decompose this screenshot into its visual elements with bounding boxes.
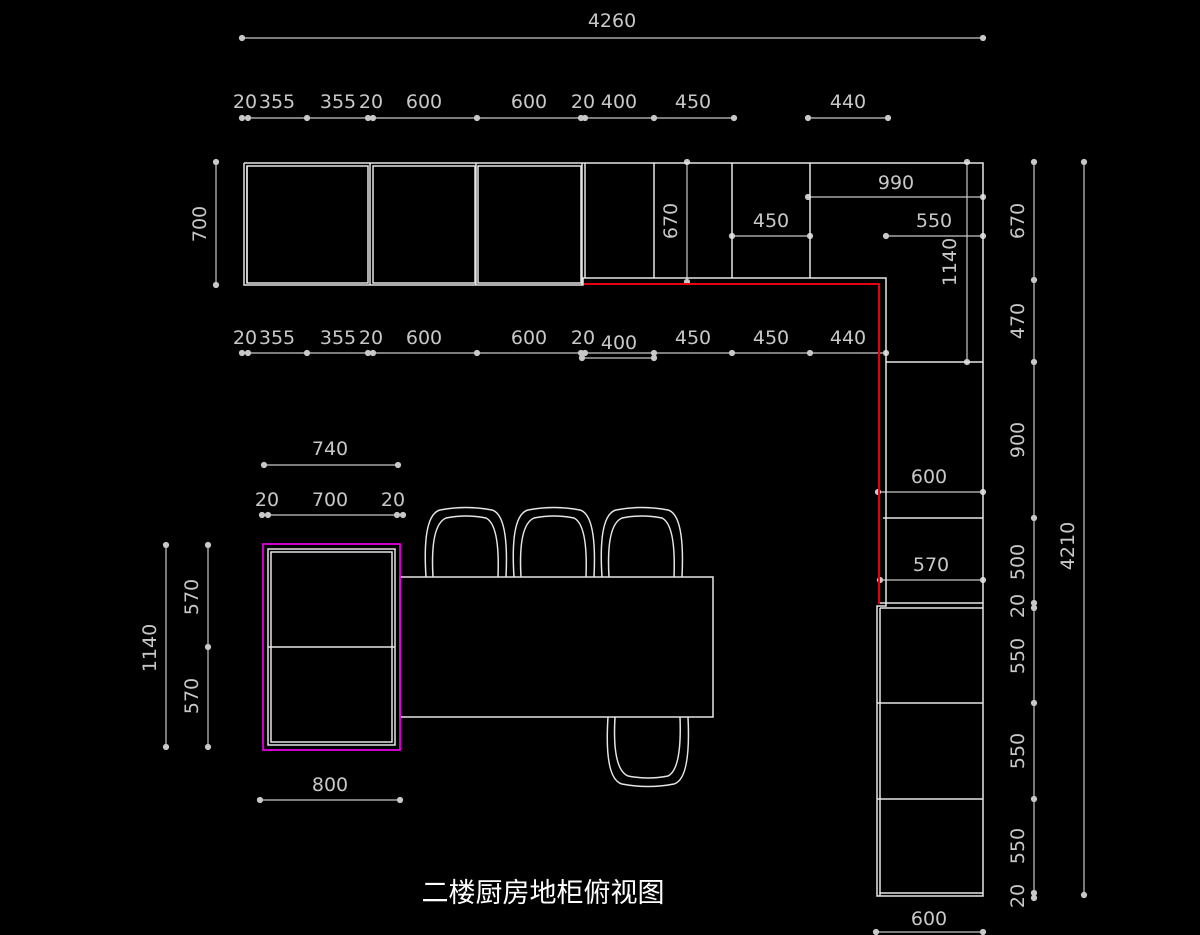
drawing-title: 二楼厨房地柜俯视图	[422, 878, 665, 909]
dim-overall-width: 4260	[588, 10, 636, 32]
dim-mid-600a: 600	[406, 327, 442, 349]
dim-mid-400: 400	[601, 332, 637, 354]
dim-right-570: 570	[913, 554, 949, 576]
chairs	[424, 506, 690, 788]
dim-right-470: 470	[1007, 303, 1029, 339]
dim-island-700: 700	[312, 489, 348, 511]
dim-right-670: 670	[1007, 203, 1029, 239]
dim-island-800: 800	[312, 774, 348, 796]
upper-cabinet-2	[372, 165, 476, 284]
island-outline	[262, 543, 401, 751]
dim-mid-20b: 20	[359, 327, 383, 349]
dim-right-500: 500	[1007, 544, 1029, 580]
dim-island-20b: 20	[381, 489, 405, 511]
dim-right-900: 900	[1007, 422, 1029, 458]
wall-edge-line	[584, 283, 880, 604]
dim-top-355b: 355	[320, 91, 356, 113]
upper-cabinet-1	[246, 165, 369, 284]
dim-island-570a: 570	[181, 579, 203, 615]
dim-right-20b: 20	[1007, 884, 1029, 908]
dim-top-20a: 20	[233, 91, 257, 113]
dining-table	[399, 576, 714, 718]
dim-mid-600b: 600	[511, 327, 547, 349]
dim-upper-depth: 700	[189, 206, 211, 242]
dim-mid-20a: 20	[233, 327, 257, 349]
dim-top-20c: 20	[571, 91, 595, 113]
dim-mid-20c: 20	[571, 327, 595, 349]
dim-inner-550: 550	[916, 210, 952, 232]
dim-mid-355b: 355	[320, 327, 356, 349]
dim-right-550a: 550	[1007, 638, 1029, 674]
dim-island-570b: 570	[181, 678, 203, 714]
upper-cabinet-3	[477, 165, 582, 284]
dim-corner-990: 990	[878, 172, 914, 194]
dim-top-450: 450	[675, 91, 711, 113]
dim-mid-450b: 450	[753, 327, 789, 349]
dim-top-355a: 355	[259, 91, 295, 113]
dim-corner-1140: 1140	[939, 238, 961, 286]
dim-top-20b: 20	[359, 91, 383, 113]
dim-mid-440: 440	[830, 327, 866, 349]
dim-right-20a: 20	[1007, 594, 1029, 618]
dim-mid-355a: 355	[259, 327, 295, 349]
dimension-lines	[162, 34, 1088, 935]
dim-top-440: 440	[830, 91, 866, 113]
cabinet-outlines	[243, 162, 984, 897]
dim-bottom-600: 600	[911, 908, 947, 930]
dim-top-600b: 600	[511, 91, 547, 113]
dim-overall-height: 4210	[1057, 522, 1079, 570]
dim-island-1140: 1140	[139, 624, 161, 672]
dim-top-400: 400	[601, 91, 637, 113]
dim-top-600a: 600	[406, 91, 442, 113]
dim-tall-depth: 670	[660, 203, 682, 239]
dim-right-550b: 550	[1007, 733, 1029, 769]
dimension-texts: 4260 20 355 355 20 600 600 20 400 450 44…	[139, 10, 1079, 930]
dim-island-740: 740	[312, 438, 348, 460]
dim-mid-450a: 450	[675, 327, 711, 349]
dim-island-20a: 20	[255, 489, 279, 511]
dim-inner-450: 450	[753, 210, 789, 232]
dim-right-550c: 550	[1007, 828, 1029, 864]
dim-right-600: 600	[911, 466, 947, 488]
